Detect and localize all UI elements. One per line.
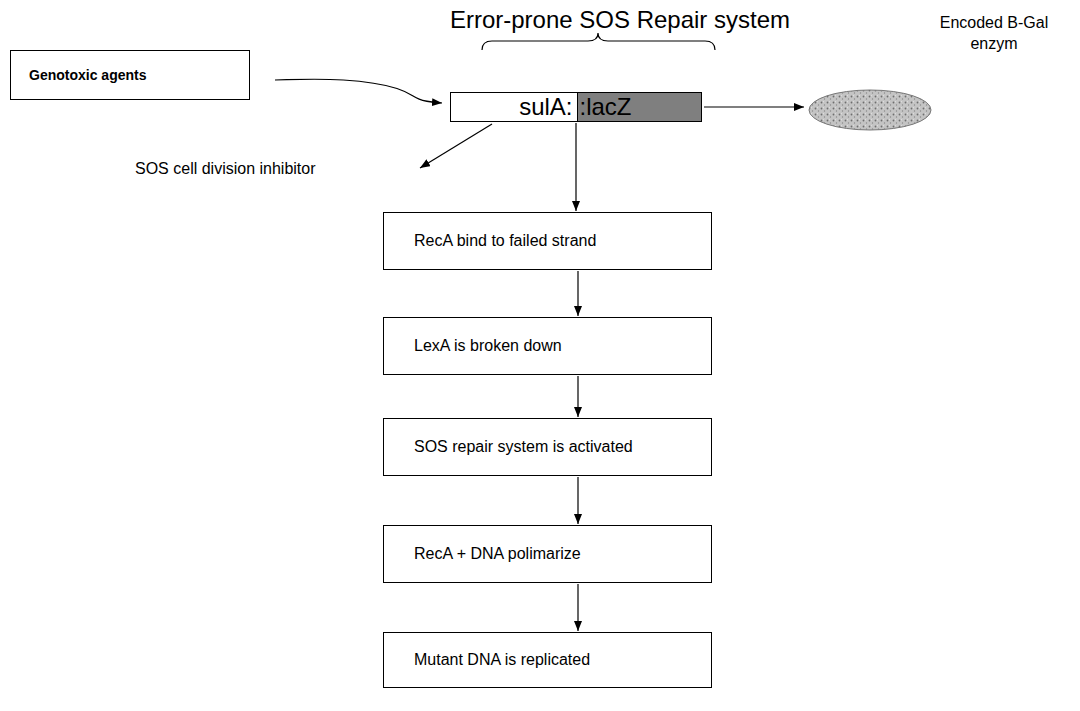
process-box: SOS repair system is activated <box>383 418 712 476</box>
gene-name: sulA: <box>519 94 572 120</box>
flow-arrow <box>577 271 578 316</box>
box-text: RecA + DNA polimarize <box>414 545 581 563</box>
gene-segment: sulA: <box>451 93 577 121</box>
box-text: Mutant DNA is replicated <box>414 651 590 669</box>
diagram-title: Error-prone SOS Repair system <box>350 6 890 34</box>
flow-arrow <box>575 123 576 211</box>
annotation-label: SOS cell division inhibitor <box>135 160 316 178</box>
flow-arrow <box>577 376 578 417</box>
process-box: Mutant DNA is replicated <box>383 632 712 688</box>
flow-arrow <box>275 79 442 103</box>
process-box: Genotoxic agents <box>10 50 250 100</box>
flow-arrow <box>577 477 578 524</box>
enzyme-label: Encoded B-Gal enzym <box>938 13 1050 55</box>
title-brace <box>482 33 715 50</box>
enzyme-ellipse: Encoded B-Gal enzym <box>808 89 932 131</box>
flow-arrow <box>577 584 578 631</box>
box-text: SOS repair system is activated <box>414 438 633 456</box>
box-text: Genotoxic agents <box>29 67 146 83</box>
gene-name: :lacZ <box>580 94 632 120</box>
inhibitor-arrow <box>420 124 492 168</box>
enzyme-shape <box>808 89 932 131</box>
process-box: RecA bind to failed strand <box>383 212 712 270</box>
box-text: LexA is broken down <box>414 337 562 355</box>
process-box: RecA + DNA polimarize <box>383 525 712 583</box>
gene-segment: :lacZ <box>577 93 702 121</box>
process-box: LexA is broken down <box>383 317 712 375</box>
flow-arrow <box>704 106 804 107</box>
gene-fusion-box: sulA: :lacZ <box>450 92 702 122</box>
box-text: RecA bind to failed strand <box>414 232 596 250</box>
